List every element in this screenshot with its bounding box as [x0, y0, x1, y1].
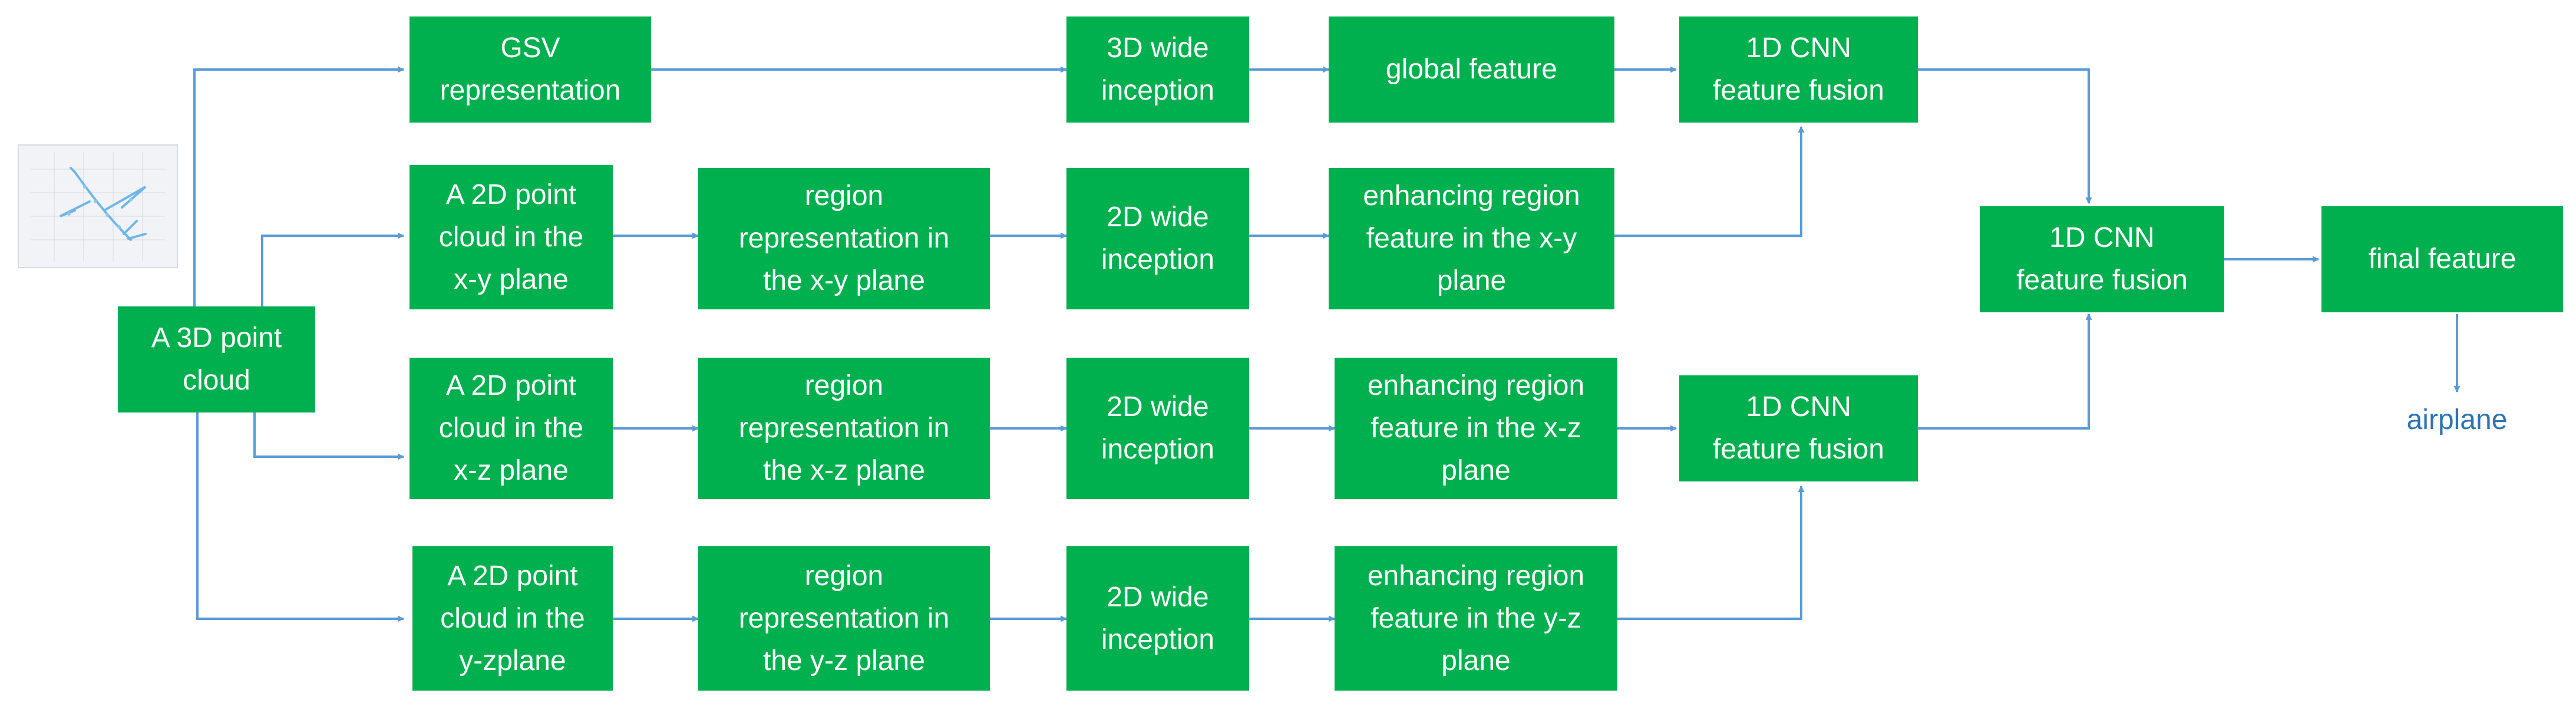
- node-gsv-representation: GSV representation: [409, 16, 651, 123]
- edge-enh-yz-fuse-bottom: [1617, 485, 1805, 620]
- node-final-feature: final feature: [2321, 206, 2563, 312]
- node-1d-cnn-fusion-top: 1D CNN feature fusion: [1679, 16, 1918, 123]
- node-1d-cnn-fusion-final: 1D CNN feature fusion: [1980, 206, 2224, 312]
- output-label-airplane: airplane: [2406, 404, 2508, 435]
- node-region-representation-xy: region representation in the x-y plane: [698, 168, 990, 309]
- edge-input-pc-xz: [253, 412, 405, 460]
- edge-fuse-bottom-fuse-final: [1918, 313, 2092, 430]
- node-2d-wide-inception-yz: 2D wide inception: [1066, 546, 1249, 691]
- edge-input-pc-yz: [196, 412, 405, 622]
- node-2d-wide-inception-xz: 2D wide inception: [1066, 358, 1249, 499]
- node-1d-cnn-fusion-bottom: 1D CNN feature fusion: [1679, 375, 1918, 481]
- node-enhancing-region-feature-xy: enhancing region feature in the x-y plan…: [1329, 168, 1614, 309]
- node-input-3d-point-cloud: A 3D point cloud: [118, 306, 315, 412]
- node-2d-wide-inception-xy: 2D wide inception: [1066, 168, 1249, 309]
- node-region-representation-yz: region representation in the y-z plane: [698, 546, 990, 691]
- node-2d-point-cloud-xy: A 2D point cloud in the x-y plane: [409, 165, 613, 309]
- edge-input-gsv: [193, 66, 405, 306]
- edge-fuse-top-fuse-final: [1918, 68, 2092, 204]
- node-3d-wide-inception: 3D wide inception: [1066, 16, 1249, 123]
- airplane-point-cloud-thumbnail: [18, 144, 178, 268]
- node-region-representation-xz: region representation in the x-z plane: [698, 358, 990, 499]
- node-2d-point-cloud-yz: A 2D point cloud in the y-zplane: [412, 546, 613, 691]
- node-global-feature: global feature: [1329, 16, 1614, 123]
- node-enhancing-region-feature-xz: enhancing region feature in the x-z plan…: [1335, 358, 1617, 499]
- edge-enh-xy-fuse-top: [1614, 126, 1805, 237]
- node-2d-point-cloud-xz: A 2D point cloud in the x-z plane: [409, 358, 613, 499]
- airplane-icon: [31, 151, 165, 261]
- node-enhancing-region-feature-yz: enhancing region feature in the y-z plan…: [1335, 546, 1617, 691]
- edge-input-pc-xy: [261, 232, 405, 306]
